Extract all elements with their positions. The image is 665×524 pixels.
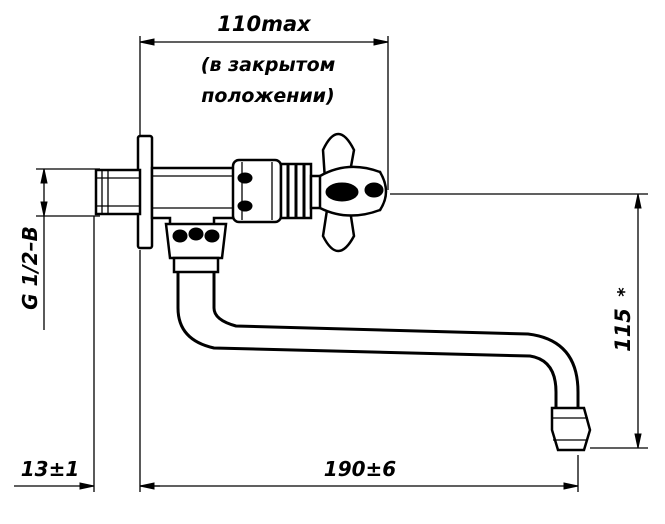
dimension-left-offset: 13±1 <box>21 457 80 481</box>
dimension-top-note-line2: положении) <box>201 85 334 107</box>
dimension-height: 115 <box>611 308 635 352</box>
dimension-lines <box>14 36 648 492</box>
dimension-height-mark: * <box>614 287 635 297</box>
dimension-top-note-line1: (в закрытом <box>201 54 335 76</box>
dimension-spout-length: 190±6 <box>324 457 397 481</box>
dimension-top-width: 110max <box>217 12 312 36</box>
faucet-body <box>94 132 592 452</box>
dimension-thread: G 1/2–B <box>18 226 42 310</box>
